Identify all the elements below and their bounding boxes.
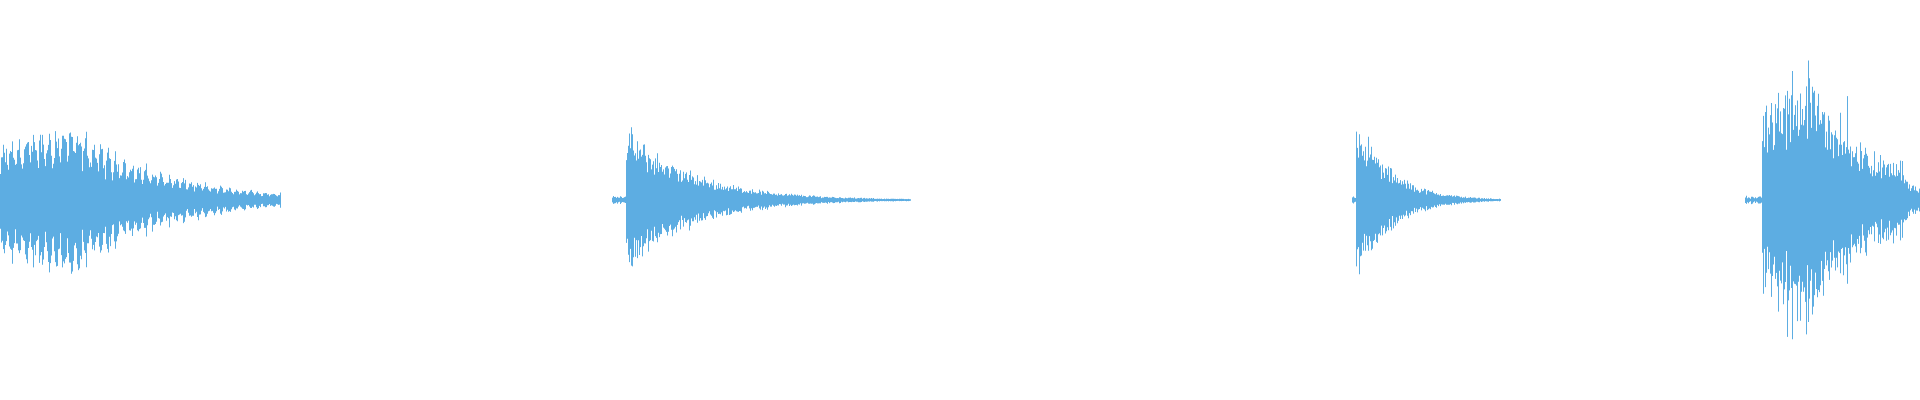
waveform-samples — [1745, 60, 1920, 340]
waveform-samples — [612, 127, 911, 267]
waveform-samples — [0, 131, 281, 274]
waveform-clip-4 — [1745, 60, 1920, 340]
waveform-clip-3 — [1352, 131, 1501, 275]
waveform-clips — [0, 60, 1920, 340]
waveform-samples — [1352, 131, 1501, 275]
waveform-clip-2 — [612, 127, 911, 267]
waveform-clip-1 — [0, 131, 281, 274]
